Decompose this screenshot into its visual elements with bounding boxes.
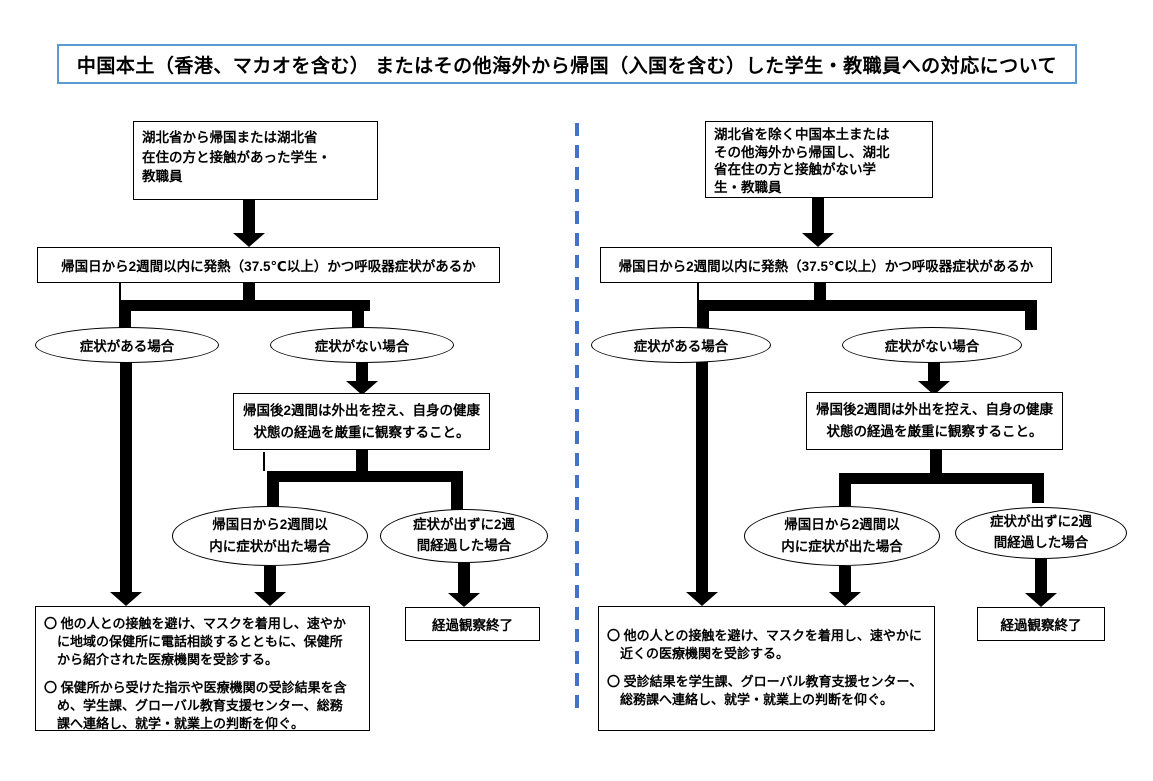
right-oval-has-symptoms: 症状がある場合 [591,327,771,363]
left-passed-arrow-head [448,593,480,607]
left-passed-arrow-body [458,563,470,593]
left-top-box: 湖北省から帰国または湖北省 在住の方と接触があった学生・ 教職員 [133,121,378,200]
left-branch2-stub [356,450,368,472]
right-branch1-right-drop [1025,300,1037,330]
right-passed-arrow-head [1025,593,1057,607]
left-branch2-right-drop [451,471,463,510]
right-passed-arrow-body [1035,559,1047,593]
left-oval-no-symptoms: 症状がない場合 [270,327,454,363]
right-no-symptoms-arrow-head [918,381,950,395]
right-oval-no-symptoms: 症状がない場合 [842,327,1022,363]
left-oval-has-symptoms: 症状がある場合 [35,327,219,363]
left-no-symptoms-arrow-body [356,362,368,382]
left-branch1-right-drop [352,300,364,330]
left-oval-passed-2weeks: 症状が出ずに2週 間経過した場合 [380,509,548,563]
left-branch1-thin-line [119,283,121,301]
left-end-box: 経過観察終了 [405,607,540,641]
left-question-box: 帰国日から2週間以内に発熱（37.5℃以上）かつ呼吸器症状があるか [37,247,500,283]
right-appeared-arrow-head [829,592,861,606]
right-observe-box: 帰国後2週間は外出を控え、自身の健康 状態の経過を厳重に観察すること。 [806,392,1063,450]
right-oval-symptoms-appeared: 帰国日から2週間以 内に症状が出た場合 [744,506,940,566]
right-branch2-bar [839,473,1044,484]
left-arrow-top-body [243,199,255,233]
right-action-bullet-2: 〇 受診結果を学生課、グローバル教育支援センター、 総務課へ連絡し、就学・就業上… [607,673,923,707]
right-action-box: 〇 他の人との接触を避け、マスクを着用し、速やかに 近くの医療機関を受診する。 … [598,606,935,731]
divider-dashed-line [575,123,579,717]
right-branch2-stub [930,450,942,474]
left-branch2-thin-line [263,452,265,471]
left-action-box: 〇 他の人との接触を避け、マスクを着用し、速やか に地域の保健所に電話相談すると… [35,606,370,731]
right-action-bullet-1: 〇 他の人との接触を避け、マスクを着用し、速やかに 近くの医療機関を受診する。 [607,628,922,661]
right-branch1-thin-line [697,283,699,301]
left-branch2-left-drop [267,471,279,508]
right-branch1-bar [697,300,1037,311]
left-no-symptoms-arrow-head [346,381,378,395]
right-branch2-left-drop [839,473,851,506]
right-no-symptoms-arrow-body [928,362,940,382]
right-branch1-left-drop [697,300,709,330]
left-branch1-left-drop [119,300,131,330]
right-branch2-right-drop [1032,473,1044,503]
left-arrow-top-head [233,233,265,247]
left-observe-box: 帰国後2週間は外出を控え、自身の健康 状態の経過を厳重に観察すること。 [233,393,490,450]
left-symptoms-arrow-head [110,592,142,606]
right-top-box: 湖北省を除く中国本土または その他海外から帰国し、湖北 省在住の方と接触がない学… [705,121,933,198]
right-question-box: 帰国日から2週間以内に発熱（37.5℃以上）かつ呼吸器症状があるか [600,247,1052,283]
left-oval-symptoms-appeared: 帰国日から2週間以 内に症状が出た場合 [172,506,368,566]
left-branch1-bar [119,300,370,311]
right-symptoms-long-line [696,362,708,592]
right-end-box: 経過観察終了 [977,607,1105,641]
left-branch1-stub [243,283,255,301]
left-action-bullet-1: 〇 他の人との接触を避け、マスクを着用し、速やか に地域の保健所に電話相談すると… [44,616,346,667]
left-branch2-bar [267,471,463,482]
right-arrow-top-body [812,197,824,233]
right-symptoms-arrow-head [686,592,718,606]
left-appeared-arrow-head [254,592,286,606]
right-branch1-stub [814,283,826,301]
right-appeared-arrow-body [839,566,851,592]
right-oval-passed-2weeks: 症状が出ずに2週 間経過した場合 [955,507,1127,559]
right-arrow-top-head [802,233,834,247]
left-symptoms-long-line [120,362,132,592]
page-title: 中国本土（香港、マカオを含む） またはその他海外から帰国（入国を含む）した学生・… [57,44,1077,84]
left-action-bullet-2: 〇 保健所から受けた指示や医療機関の受診結果を含 め、学生課、グローバル教育支援… [44,679,347,731]
left-appeared-arrow-body [264,566,276,592]
